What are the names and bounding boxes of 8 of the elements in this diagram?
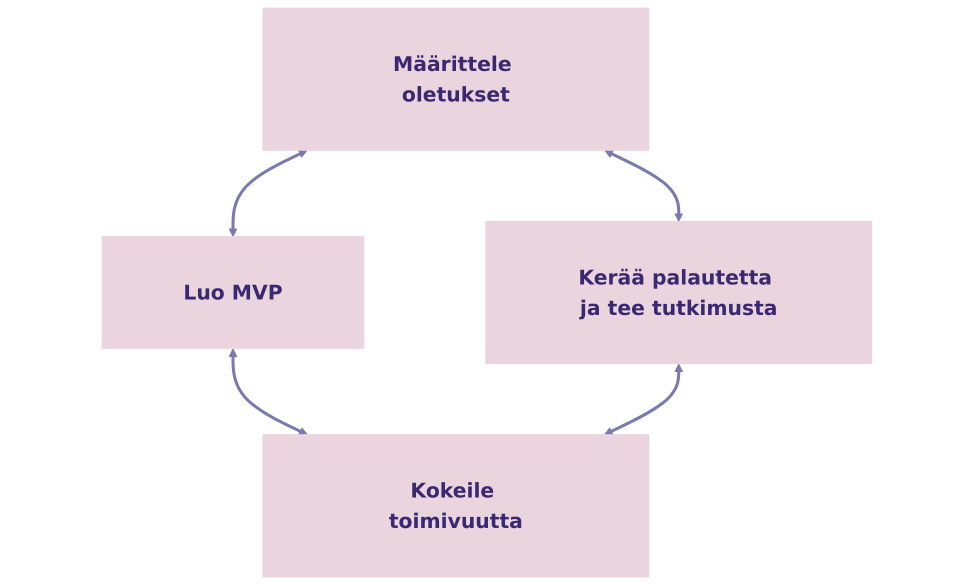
node-box: Luo MVP bbox=[102, 236, 364, 349]
arrow bbox=[604, 150, 684, 222]
arrow bbox=[228, 348, 308, 436]
node-box: Kokeile toimivuutta bbox=[262, 434, 650, 578]
node-box: Määrittele oletukset bbox=[262, 8, 650, 151]
arrow bbox=[604, 364, 684, 436]
arrow bbox=[228, 150, 308, 238]
node-box: Kerää palautetta ja tee tutkimusta bbox=[485, 220, 872, 364]
